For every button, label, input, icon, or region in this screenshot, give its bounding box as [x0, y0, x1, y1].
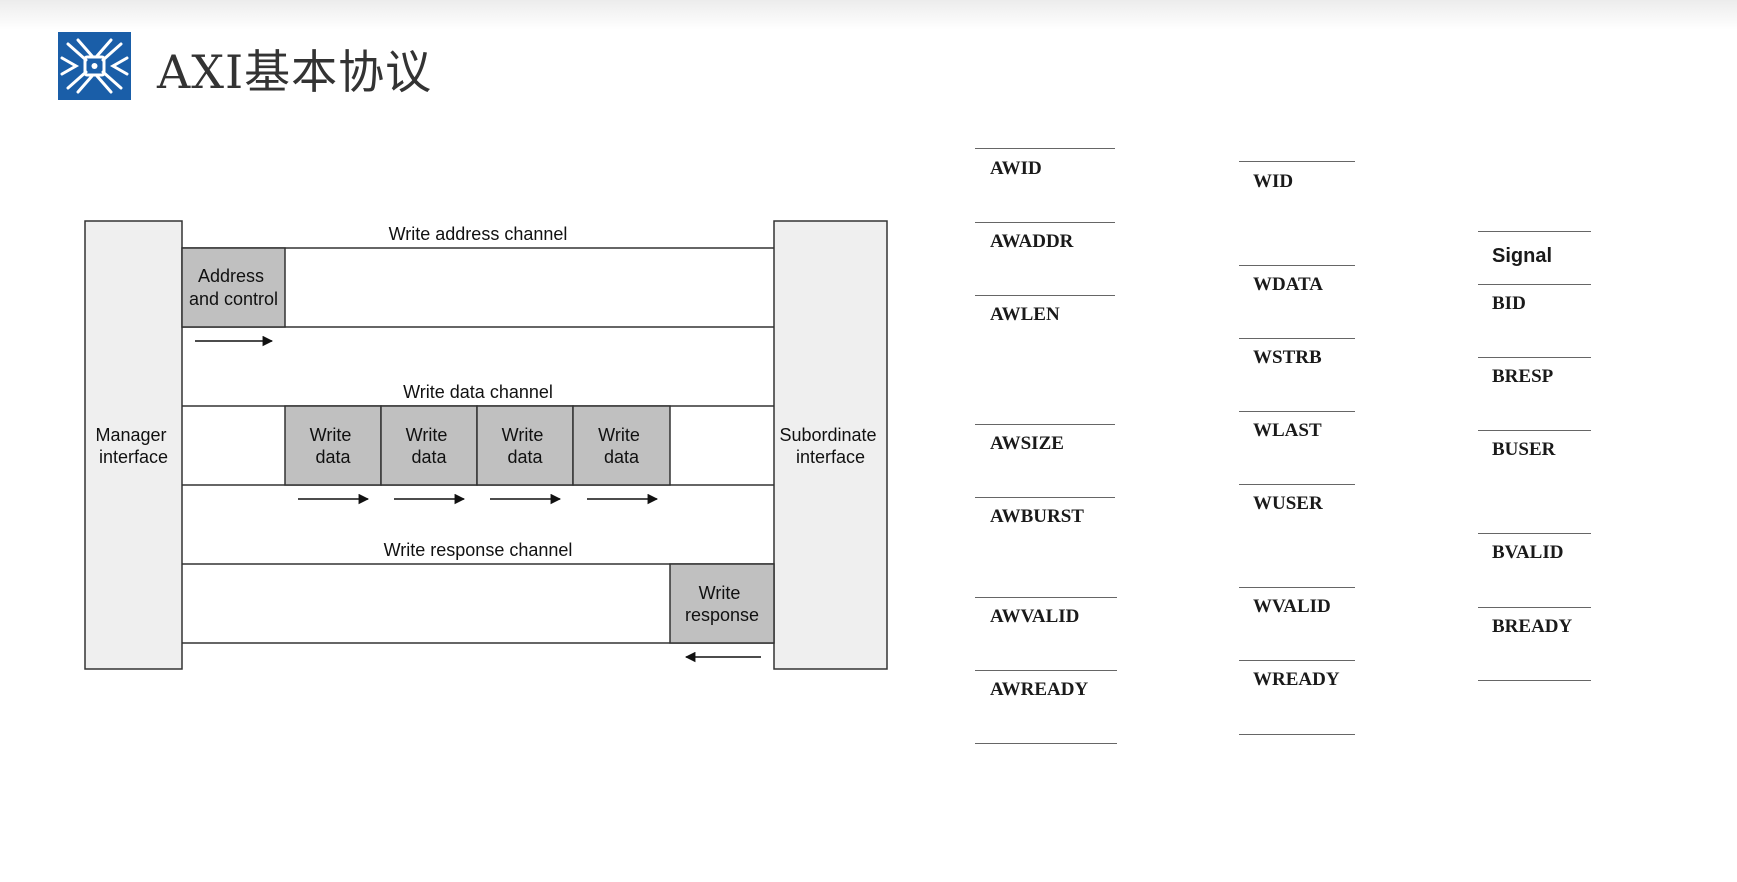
address-and-control-box — [181, 247, 286, 328]
write-data-box — [284, 405, 382, 486]
signal-column-header: Signal — [1492, 245, 1553, 267]
signal-awaddr: AWADDR — [990, 231, 1074, 252]
top-bar — [0, 0, 1737, 30]
signal-awburst: AWBURST — [990, 506, 1084, 527]
signal-bvalid: BVALID — [1492, 542, 1564, 563]
write-data-channel-label: Write data channel — [403, 382, 553, 402]
page-title: AXI基本协议 — [157, 45, 433, 99]
write-data-box — [476, 405, 574, 486]
write-data-box — [380, 405, 478, 486]
write-address-signal-table: AWID AWADDR AWLEN AWSIZE AWBURST AWVALID… — [975, 148, 1117, 748]
chip-logo-icon — [58, 32, 131, 100]
signal-awready: AWREADY — [990, 679, 1089, 700]
signal-wdata: WDATA — [1253, 274, 1324, 295]
signal-wuser: WUSER — [1253, 493, 1323, 514]
signal-wid: WID — [1253, 171, 1294, 192]
write-response-channel-label: Write response channel — [384, 540, 573, 560]
signal-awlen: AWLEN — [990, 304, 1060, 325]
write-response-box — [669, 563, 775, 644]
signal-awsize: AWSIZE — [990, 433, 1064, 454]
signal-wready: WREADY — [1253, 669, 1340, 690]
signal-bresp: BRESP — [1492, 366, 1554, 387]
address-and-control-label: Address and control — [189, 266, 278, 309]
subordinate-interface-label: Subordinate interface — [779, 425, 881, 467]
write-data-label: Write data — [598, 425, 645, 467]
write-response-label: Write response — [685, 583, 759, 625]
manager-interface-box — [84, 220, 183, 670]
signal-awid: AWID — [990, 158, 1042, 179]
manager-interface-label: Manager interface — [95, 425, 171, 467]
signal-awvalid: AWVALID — [990, 606, 1080, 627]
signal-buser: BUSER — [1492, 439, 1556, 460]
axi-write-channel-diagram: Manager interface Subordinate interface … — [84, 220, 888, 670]
signal-wlast: WLAST — [1253, 420, 1322, 441]
signal-bid: BID — [1492, 293, 1526, 314]
signal-bready: BREADY — [1492, 616, 1573, 637]
subordinate-interface-box — [773, 220, 888, 670]
write-data-signal-table: WID WDATA WSTRB WLAST WUSER WVALID WREAD… — [1239, 161, 1356, 741]
write-data-label: Write data — [310, 425, 357, 467]
write-address-channel-label: Write address channel — [389, 224, 568, 244]
write-data-box — [572, 405, 671, 486]
write-data-label: Write data — [406, 425, 453, 467]
signal-wstrb: WSTRB — [1253, 347, 1322, 368]
write-response-signal-table: Signal BID BRESP BUSER BVALID BREADY — [1478, 231, 1592, 691]
write-data-label: Write data — [502, 425, 549, 467]
signal-wvalid: WVALID — [1253, 596, 1331, 617]
